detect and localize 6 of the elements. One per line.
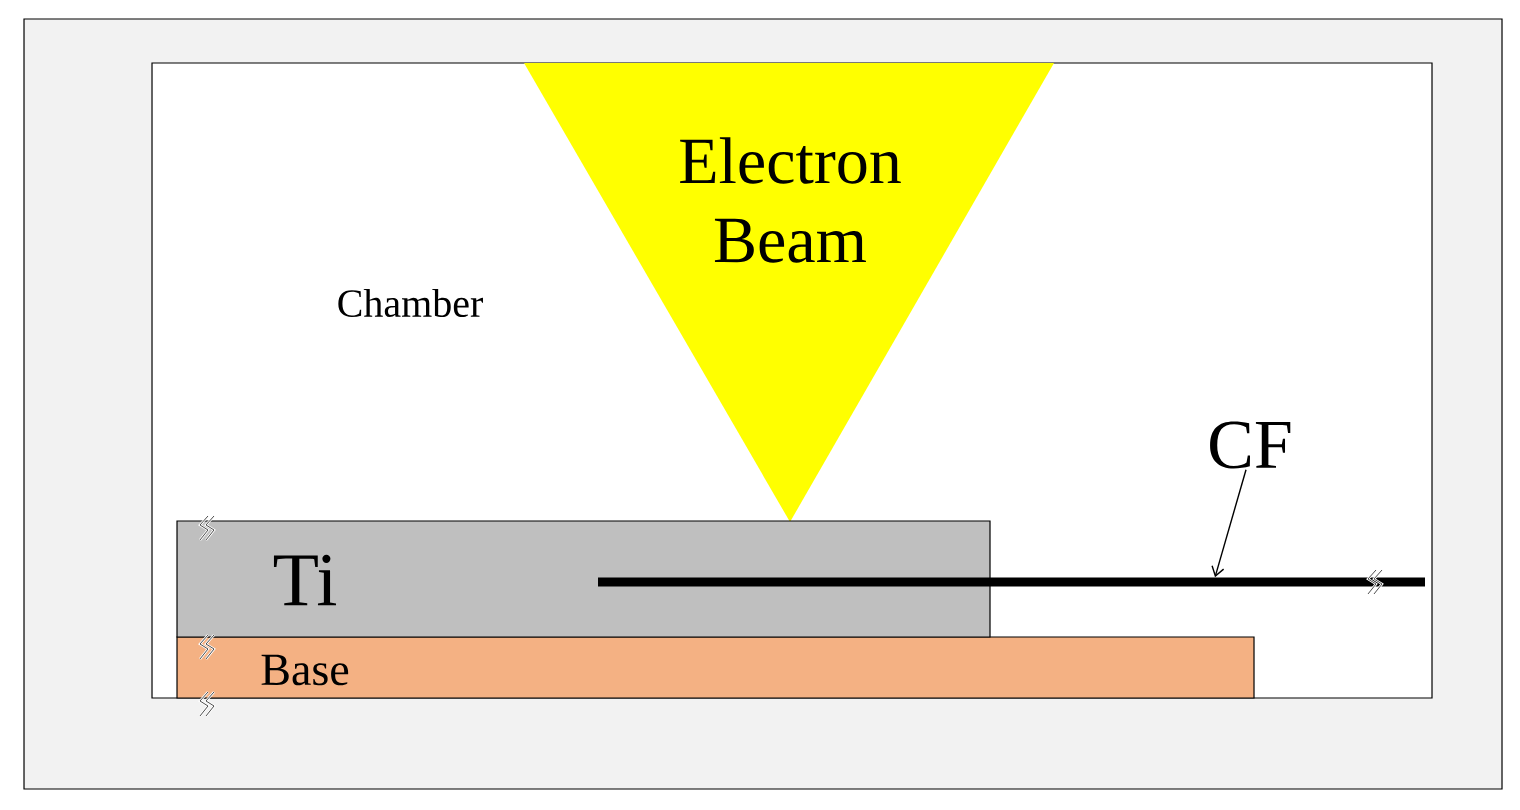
carbon-fiber-bar <box>598 577 1425 587</box>
ti-block: Ti <box>176 520 991 638</box>
base-block: Base <box>176 636 1255 699</box>
electron-beam-triangle: Electron Beam <box>524 63 1054 522</box>
leader-line <box>1211 469 1247 578</box>
cf-label: CF <box>1210 421 1291 469</box>
